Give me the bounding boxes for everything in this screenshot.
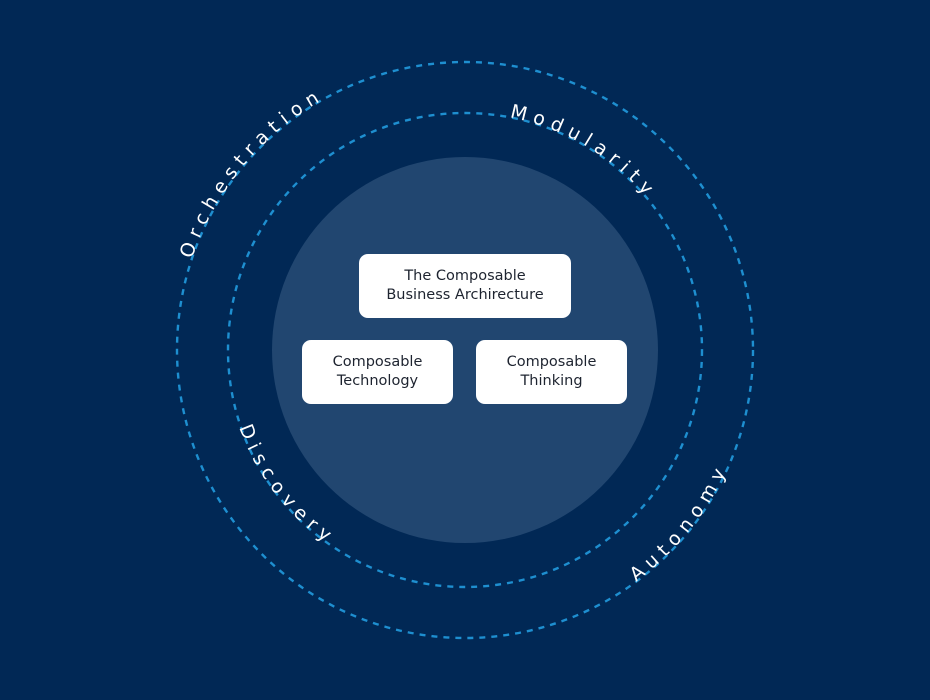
box-composable-business-architecture: The Composable Business Archirecture xyxy=(359,254,571,318)
label-orchestration: Orchestration xyxy=(176,83,329,260)
label-autonomy-text: Autonomy xyxy=(625,459,726,586)
box-composable-thinking: Composable Thinking xyxy=(476,340,627,404)
box-composable-technology: Composable Technology xyxy=(302,340,453,404)
box-right-line1: Composable xyxy=(506,354,597,370)
inner-dashed-ring xyxy=(226,111,704,589)
box-right-text: Composable Thinking xyxy=(507,353,597,391)
core-circle xyxy=(272,157,658,543)
box-left-text: Composable Technology xyxy=(333,353,423,391)
box-left-line2: Technology xyxy=(336,373,419,389)
label-orchestration-text: Orchestration xyxy=(176,83,322,260)
outer-dashed-ring xyxy=(175,60,755,640)
box-right-line2: Thinking xyxy=(520,373,583,389)
box-left-line1: Composable xyxy=(332,354,423,370)
box-top-text: The Composable Business Archirecture xyxy=(386,267,543,305)
box-top-line2: Business Archirecture xyxy=(386,287,544,303)
box-top-line1: The Composable xyxy=(404,268,526,284)
label-autonomy: Autonomy xyxy=(625,459,733,586)
